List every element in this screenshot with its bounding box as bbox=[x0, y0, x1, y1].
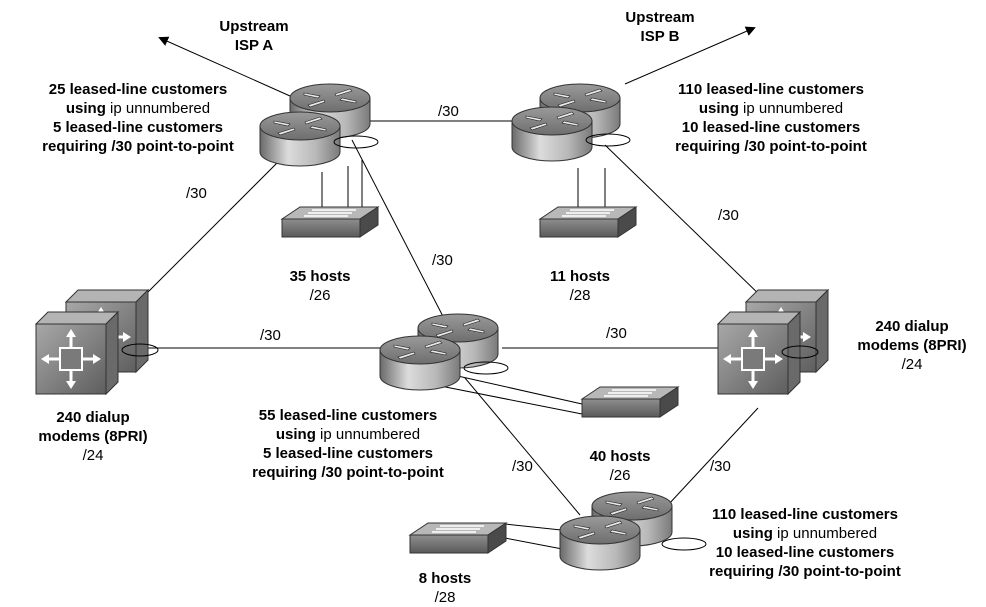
upstream-isp-a-line2: ISP A bbox=[234, 37, 274, 54]
router-b-line2-ip: ip unnumbered bbox=[743, 100, 844, 117]
hosts-8-count: 8 hosts bbox=[418, 570, 472, 587]
link-label-dialup-right-router-bottom: /30 bbox=[710, 458, 731, 475]
dialup-left-line2: modems (8PRI) bbox=[38, 428, 148, 445]
router-b-line3: 10 leased-line customers bbox=[681, 119, 861, 136]
router-bottom-line2-ip: ip unnumbered bbox=[777, 525, 878, 542]
upstream-isp-b-arrow bbox=[624, 26, 756, 85]
router-a-customers-label: 25 leased-line customers using ip unnumb… bbox=[14, 80, 262, 156]
router-center-line1: 55 leased-line customers bbox=[258, 407, 438, 424]
link-router-a-dialup-left bbox=[139, 149, 291, 301]
router-bottom-line2-using: using bbox=[732, 525, 773, 542]
dialup-right-prefix: /24 bbox=[901, 356, 923, 373]
router-a-line2-ip: ip unnumbered bbox=[110, 100, 211, 117]
upstream-isp-b-label: Upstream ISP B bbox=[620, 8, 700, 46]
switch-40-hosts bbox=[581, 386, 679, 418]
hosts-8-label: 8 hosts /28 bbox=[400, 569, 490, 607]
hosts-35-prefix: /26 bbox=[309, 287, 331, 304]
hosts-40-count: 40 hosts bbox=[589, 448, 651, 465]
link-label-router-b-dialup-right: /30 bbox=[718, 207, 739, 224]
router-center-line2-using: using bbox=[275, 426, 316, 443]
upstream-isp-b-line1: Upstream bbox=[625, 9, 695, 26]
link-dialup-right-router-bottom bbox=[667, 407, 759, 506]
dialup-left-prefix: /24 bbox=[82, 447, 104, 464]
hosts-35-count: 35 hosts bbox=[289, 268, 351, 285]
link-router-center-switch-40-1 bbox=[439, 371, 583, 405]
router-b-line2-using: using bbox=[698, 100, 739, 117]
dialup-right-label: 240 dialup modems (8PRI) /24 bbox=[842, 317, 982, 374]
hosts-11-count: 11 hosts bbox=[549, 268, 611, 285]
router-a bbox=[259, 83, 379, 167]
connection-lines bbox=[139, 26, 766, 553]
hosts-11-label: 11 hosts /28 bbox=[530, 267, 630, 305]
router-a-line4: requiring /30 point-to-point bbox=[42, 138, 234, 155]
link-label-router-a-router-center: /30 bbox=[432, 252, 453, 269]
link-router-center-router-bottom bbox=[464, 377, 581, 516]
upstream-isp-a-line1: Upstream bbox=[219, 18, 289, 35]
upstream-isp-a-arrow bbox=[158, 36, 291, 97]
router-b-customers-label: 110 leased-line customers using ip unnum… bbox=[646, 80, 896, 156]
hosts-8-prefix: /28 bbox=[434, 589, 456, 606]
dialup-left-label: 240 dialup modems (8PRI) /24 bbox=[28, 408, 158, 465]
link-label-router-a-dialup-left: /30 bbox=[186, 185, 207, 202]
router-bottom bbox=[559, 491, 707, 571]
hosts-35-label: 35 hosts /26 bbox=[270, 267, 370, 305]
link-label-dialup-left-router-center: /30 bbox=[260, 327, 281, 344]
router-a-line1: 25 leased-line customers bbox=[48, 81, 228, 98]
switch-8-hosts bbox=[409, 522, 507, 554]
router-center bbox=[379, 313, 509, 391]
hosts-11-prefix: /28 bbox=[569, 287, 591, 304]
router-bottom-line1: 110 leased-line customers bbox=[712, 506, 898, 523]
router-b-line1: 110 leased-line customers bbox=[678, 81, 864, 98]
dialup-server-right bbox=[716, 288, 830, 396]
hosts-40-label: 40 hosts /26 bbox=[570, 447, 670, 485]
router-a-line3: 5 leased-line customers bbox=[52, 119, 224, 136]
dialup-left-line1: 240 dialup bbox=[56, 409, 130, 426]
dialup-server-left bbox=[34, 288, 159, 396]
router-center-line3: 5 leased-line customers bbox=[262, 445, 434, 462]
router-center-line2-ip: ip unnumbered bbox=[320, 426, 421, 443]
switch-11-hosts bbox=[539, 206, 637, 238]
dialup-right-line2: modems (8PRI) bbox=[857, 337, 967, 354]
dialup-right-line1: 240 dialup bbox=[875, 318, 949, 335]
link-label-router-center-router-bottom: /30 bbox=[512, 458, 533, 475]
switch-35-hosts bbox=[281, 206, 379, 238]
router-b bbox=[511, 83, 631, 162]
router-bottom-line4: requiring /30 point-to-point bbox=[709, 563, 901, 580]
upstream-isp-b-line2: ISP B bbox=[640, 28, 680, 45]
router-a-line2-using: using bbox=[65, 100, 106, 117]
upstream-isp-a-label: Upstream ISP A bbox=[214, 17, 294, 55]
hosts-40-prefix: /26 bbox=[609, 467, 631, 484]
link-label-router-a-router-b: /30 bbox=[438, 103, 459, 120]
router-bottom-customers-label: 110 leased-line customers using ip unnum… bbox=[680, 505, 930, 581]
link-label-router-center-dialup-right: /30 bbox=[606, 325, 627, 342]
router-b-line4: requiring /30 point-to-point bbox=[675, 138, 867, 155]
router-center-line4: requiring /30 point-to-point bbox=[252, 464, 444, 481]
link-router-a-router-center bbox=[351, 139, 451, 331]
router-center-customers-label: 55 leased-line customers using ip unnumb… bbox=[220, 406, 476, 482]
link-router-b-dialup-right bbox=[604, 144, 766, 301]
router-bottom-line3: 10 leased-line customers bbox=[715, 544, 895, 561]
